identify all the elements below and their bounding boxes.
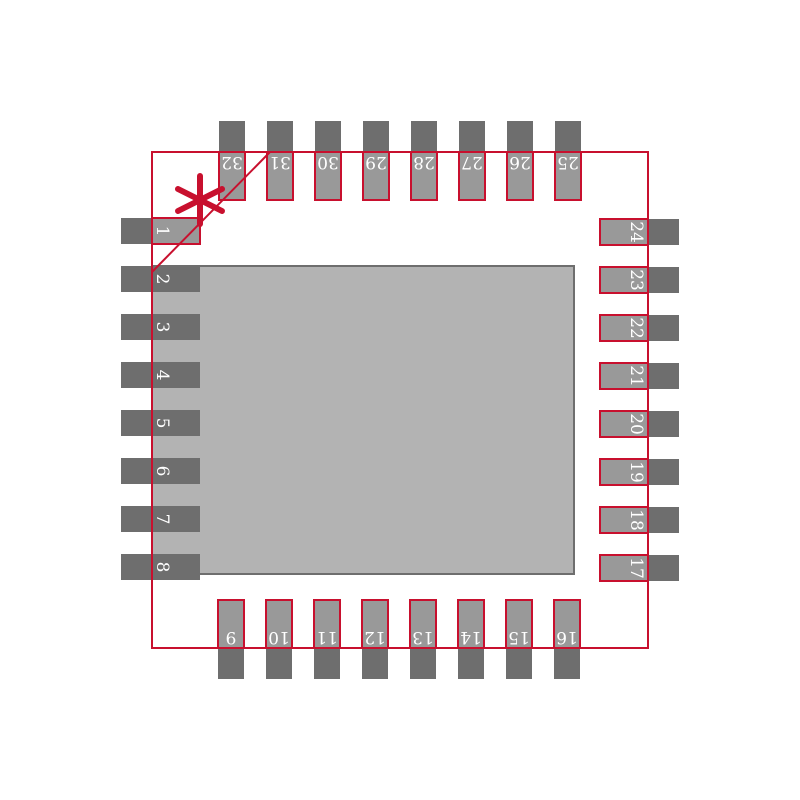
- pin-label-11: 11: [316, 627, 338, 647]
- pin-lead-5: [121, 410, 153, 436]
- pin-label-16: 16: [556, 627, 578, 647]
- pin-label-17: 17: [626, 557, 646, 579]
- pin-pad-22: [599, 314, 649, 342]
- pin-lead-21: [647, 363, 679, 389]
- pin-lead-29: [363, 121, 389, 153]
- pin-pad-15: [505, 599, 533, 649]
- pin-label-24: 24: [626, 221, 646, 243]
- pin-pad-7: [152, 506, 200, 532]
- pin-lead-7: [121, 506, 153, 532]
- pin-label-5: 5: [152, 418, 172, 429]
- pin-lead-30: [315, 121, 341, 153]
- pin-label-20: 20: [626, 413, 646, 435]
- pin-pad-2: [152, 266, 200, 292]
- pin-lead-16: [554, 647, 580, 679]
- pin-label-18: 18: [626, 509, 646, 531]
- pin-label-13: 13: [412, 627, 434, 647]
- pin-lead-23: [647, 267, 679, 293]
- pin1-chamfer-line: [151, 151, 271, 273]
- pin-pad-19: [599, 458, 649, 486]
- pin-lead-25: [555, 121, 581, 153]
- pin-pad-24: [599, 218, 649, 246]
- pin-label-14: 14: [460, 627, 482, 647]
- pin-lead-15: [506, 647, 532, 679]
- pin-pad-29: [362, 151, 390, 201]
- pin-pad-23: [599, 266, 649, 294]
- pin-label-3: 3: [152, 322, 172, 333]
- pin-lead-32: [219, 121, 245, 153]
- pin-lead-10: [266, 647, 292, 679]
- pin-lead-4: [121, 362, 153, 388]
- pin-pad-4: [152, 362, 200, 388]
- pin-label-9: 9: [226, 627, 237, 647]
- pin-lead-3: [121, 314, 153, 340]
- pin-lead-24: [647, 219, 679, 245]
- thermal-pad-body: [151, 265, 575, 575]
- pin-label-29: 29: [365, 152, 387, 172]
- pin-lead-9: [218, 647, 244, 679]
- pin-label-30: 30: [317, 152, 339, 172]
- pin-lead-17: [647, 555, 679, 581]
- pin-label-25: 25: [557, 152, 579, 172]
- pin-label-10: 10: [268, 627, 290, 647]
- pin-label-22: 22: [626, 317, 646, 339]
- pin-leads: [121, 121, 679, 679]
- pin-lead-2: [121, 266, 153, 292]
- pin-label-23: 23: [626, 269, 646, 291]
- pin-lead-27: [459, 121, 485, 153]
- pin-lead-26: [507, 121, 533, 153]
- pin-lead-18: [647, 507, 679, 533]
- pin-label-26: 26: [509, 152, 531, 172]
- pin-lead-28: [411, 121, 437, 153]
- pin-lead-19: [647, 459, 679, 485]
- pin-pad-27: [458, 151, 486, 201]
- pin-label-32: 32: [221, 152, 243, 172]
- pin-pad-6: [152, 458, 200, 484]
- pin-pad-25: [554, 151, 582, 201]
- pin-pad-30: [314, 151, 342, 201]
- pin-label-7: 7: [152, 514, 172, 525]
- pin-label-31: 31: [269, 152, 291, 172]
- pin-lead-31: [267, 121, 293, 153]
- pin-lead-20: [647, 411, 679, 437]
- pin-lead-22: [647, 315, 679, 341]
- pin-lead-8: [121, 554, 153, 580]
- pin-lead-14: [458, 647, 484, 679]
- pin-lead-1: [121, 218, 153, 244]
- package-outline: [151, 151, 649, 649]
- pin-lead-11: [314, 647, 340, 679]
- asterisk-icon: [175, 173, 225, 227]
- pin-pad-3: [152, 314, 200, 340]
- pin-label-1: 1: [152, 226, 172, 237]
- pin-label-8: 8: [152, 562, 172, 573]
- pin-label-28: 28: [413, 152, 435, 172]
- pin-pad-5: [152, 410, 200, 436]
- pin-lead-6: [121, 458, 153, 484]
- pin-label-6: 6: [152, 466, 172, 477]
- pin-lead-12: [362, 647, 388, 679]
- pin-label-15: 15: [508, 627, 530, 647]
- pin-pad-28: [410, 151, 438, 201]
- pin-lead-13: [410, 647, 436, 679]
- pin-label-2: 2: [152, 274, 172, 285]
- pin-label-12: 12: [364, 627, 386, 647]
- pin-label-21: 21: [626, 365, 646, 387]
- pin-pad-8: [152, 554, 200, 580]
- pin-label-27: 27: [461, 152, 483, 172]
- pin-label-4: 4: [152, 370, 172, 381]
- pin-label-19: 19: [626, 461, 646, 483]
